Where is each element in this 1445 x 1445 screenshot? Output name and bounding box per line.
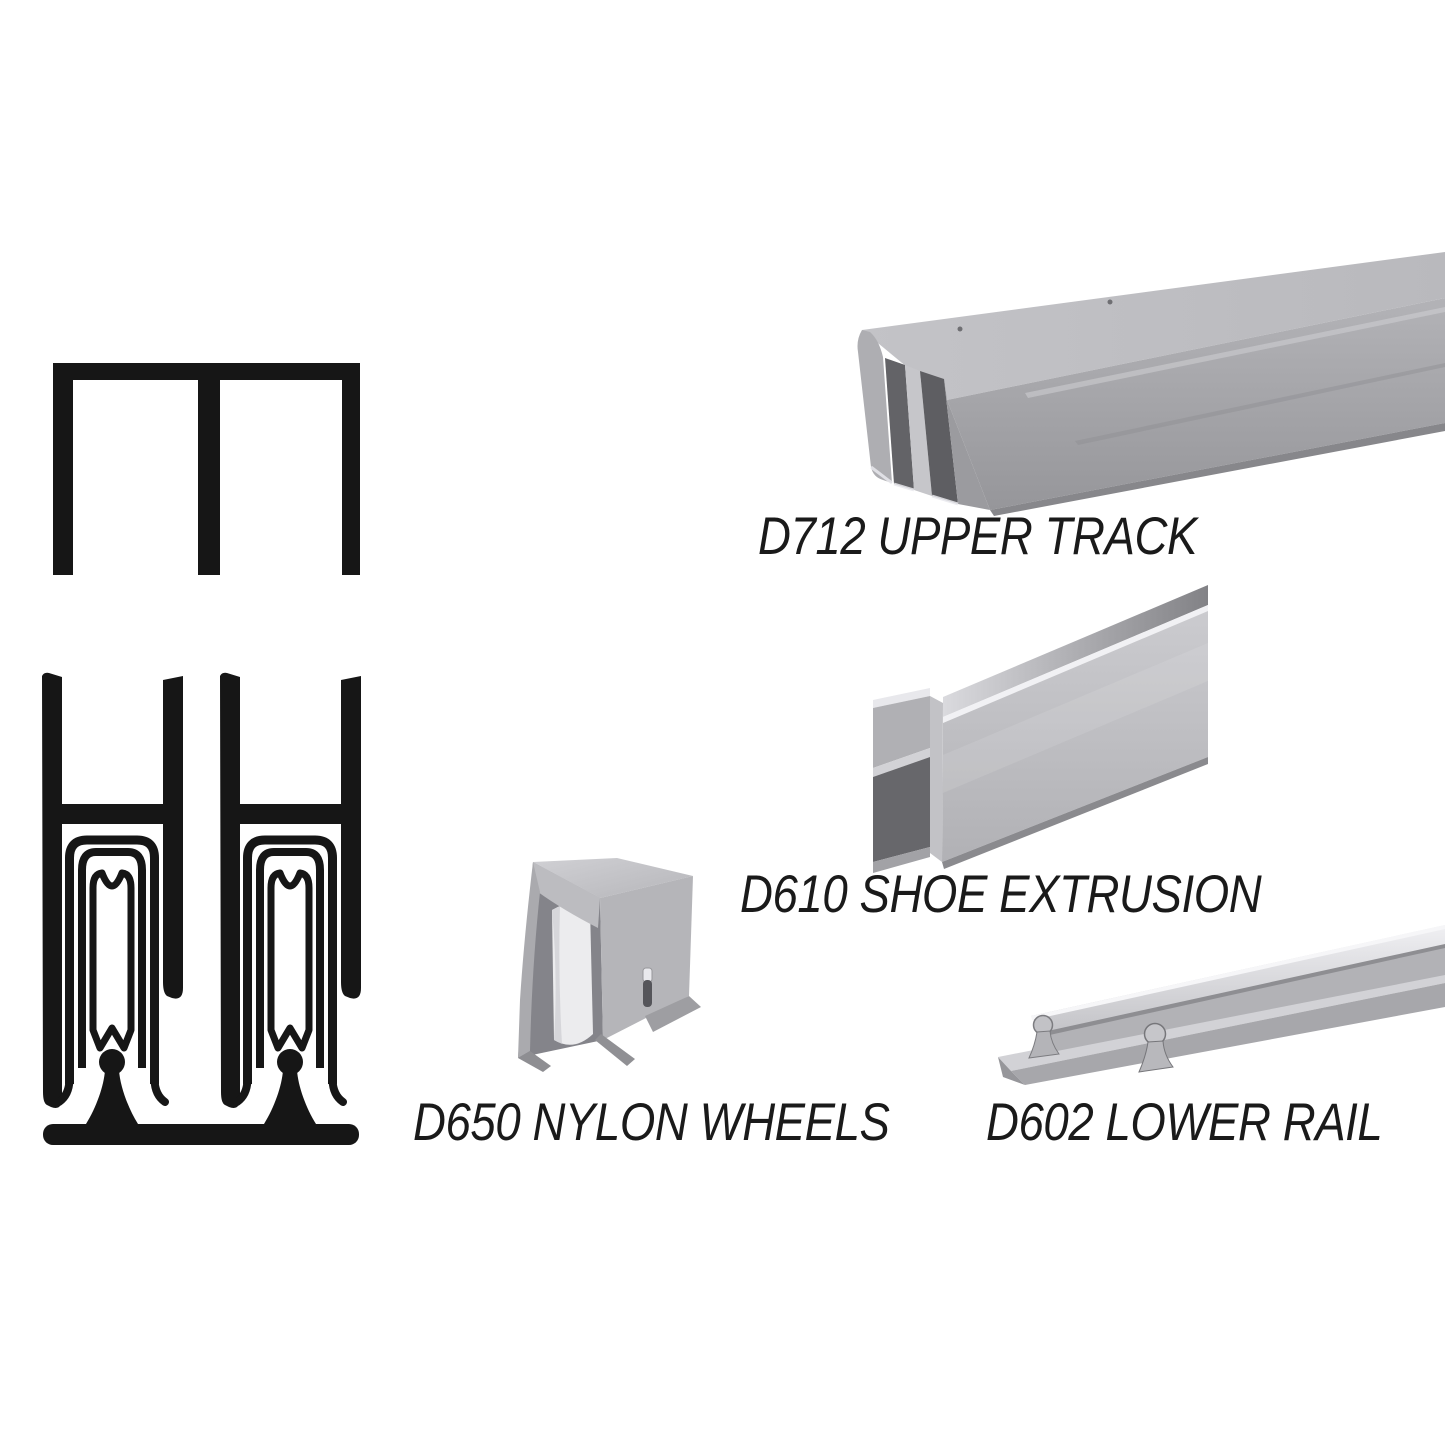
track-end-outer-wall: [857, 330, 892, 483]
axle-slot: [643, 980, 652, 1007]
track-sheen-streak: [1025, 307, 1445, 398]
shoe-web-shelf: [873, 748, 930, 777]
shoe-plate-bottom-shadow: [942, 757, 1208, 869]
d602-lower-rail-photo: [998, 925, 1445, 1085]
track-front-face: [947, 298, 1445, 510]
track-end-divider: [905, 365, 932, 496]
shoe-plate-edge: [930, 696, 943, 862]
housing-top-face: [533, 858, 693, 898]
track-end-channel-2: [920, 371, 958, 504]
shoe-bottom-lip: [873, 847, 930, 873]
track-top-face: [862, 252, 1445, 400]
shoes-wheels-lower-rail-cross-section-diagram: [40, 670, 370, 1145]
housing-right-face: [600, 876, 693, 1040]
rail-ridge-stem-far: [1028, 1030, 1060, 1059]
d650-nylon-wheels-photo: [518, 858, 701, 1072]
rail-base-front-face: [1011, 983, 1445, 1085]
housing-left-foot: [518, 1051, 551, 1072]
rail-groove-line: [1043, 943, 1445, 1036]
nylon-wheel-shade: [552, 906, 562, 1044]
track-bottom-edge: [990, 423, 1445, 516]
housing-front-lip: [533, 862, 600, 928]
nylon-wheel: [552, 903, 593, 1045]
rail-base-end-cut: [998, 1057, 1025, 1085]
lower-rail-base: [43, 1124, 359, 1145]
shoe-under-web-cavity: [873, 757, 930, 862]
right-door-shoe-assembly: [220, 673, 361, 1124]
housing-right-foot: [645, 996, 701, 1032]
part-label-d712-upper-track: D712 UPPER TRACK: [758, 507, 1197, 566]
d712-upper-track-photo: [857, 252, 1445, 516]
track-section-outline: [53, 363, 360, 575]
housing-center-foot: [595, 1034, 635, 1066]
track-shadow-streak: [1075, 363, 1445, 445]
axle-rivet: [642, 967, 653, 983]
d610-shoe-extrusion-photo: [873, 585, 1208, 873]
shoe-plate-sheen: [943, 643, 1208, 793]
shoe-plate-top-highlight: [943, 605, 1208, 723]
part-label-d602-lower-rail: D602 LOWER RAIL: [986, 1093, 1383, 1152]
track-end-highlight: [870, 465, 959, 506]
shoe-plate-top-band: [943, 585, 1208, 717]
part-label-d610-shoe-extrusion: D610 SHOE EXTRUSION: [740, 865, 1262, 924]
shoe-plate-face: [942, 611, 1208, 862]
part-label-d650-nylon-wheels: D650 NYLON WHEELS: [413, 1093, 890, 1152]
track-pilot-hole: [957, 326, 963, 332]
left-door-shoe-assembly: [42, 673, 183, 1124]
rail-body-side: [1045, 947, 1445, 1051]
track-end-front-wall: [944, 379, 990, 510]
shoe-back-flange-highlight: [873, 688, 930, 708]
rail-top-edge-highlight: [1031, 925, 1445, 1020]
track-end-channel-1: [885, 358, 914, 490]
rail-ridge-stem-near: [1138, 1040, 1174, 1073]
housing-left-band: [518, 862, 540, 1058]
track-pilot-hole: [1107, 299, 1113, 305]
upper-track-cross-section-diagram: [53, 363, 360, 575]
shoe-back-flange-face: [873, 696, 930, 768]
